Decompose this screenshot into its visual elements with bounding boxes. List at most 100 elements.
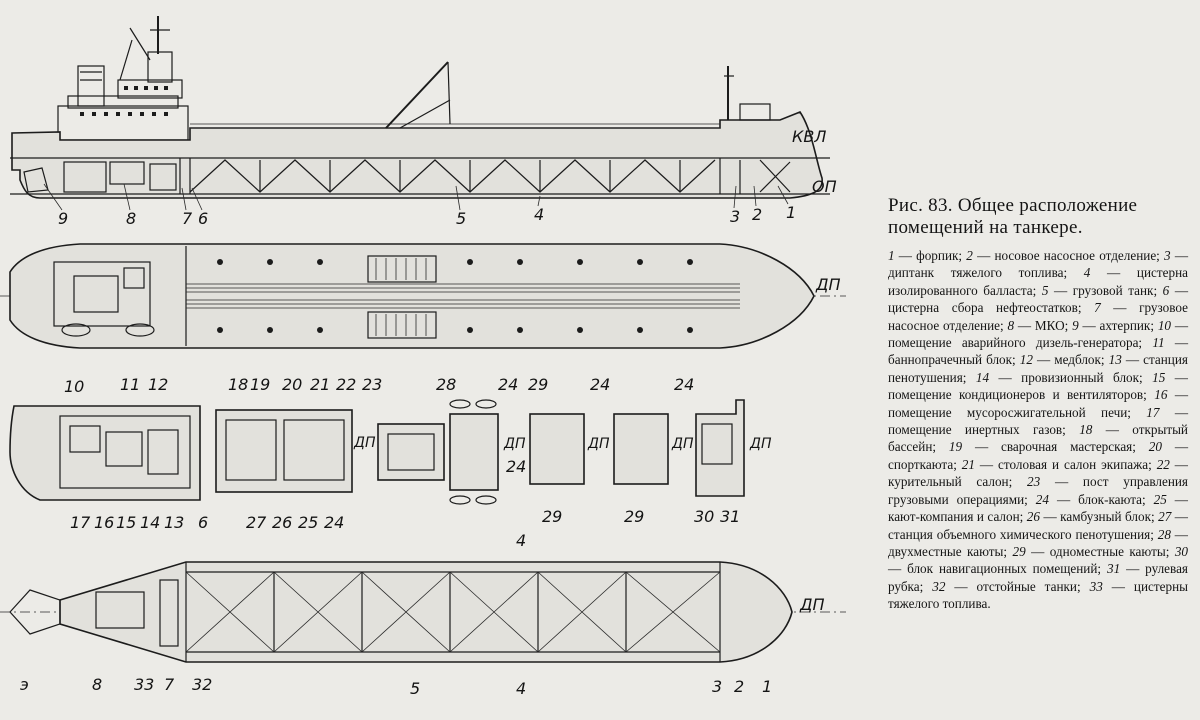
baseline-marking: ОП [812,177,837,196]
legend-item: 15 — помещение кондиционеров и вентилято… [888,370,1188,402]
legend-item: 4 — цистерна изолированного балласта; [888,265,1188,297]
deck-number: 17 [70,513,91,532]
legend-item-number: 21 [961,456,975,472]
legend-item-number: 24 [1035,491,1049,507]
legend-item-text: — грузовое насосное отделение; [888,300,1188,333]
legend-item: 13 — станция пенотушения; [888,352,1188,384]
legend-item: 28 — двухместные каюты; [888,527,1188,559]
legend-item-number: 1 [888,248,895,263]
deck-number: 18 [228,375,248,394]
centerline-marking: ДП [353,435,376,451]
legend-item: 19 — сварочная мастерская; [949,439,1149,454]
deck-number: 23 [362,375,382,394]
legend-item: 2 — носовое насосное отделение; [966,248,1164,263]
deck-number: 28 [436,375,456,394]
aft-superstructure [57,16,189,141]
legend-item-number: 27 [1158,509,1172,525]
profile-number: 8 [126,209,136,228]
legend-item: 29 — одноместные каюты; [1012,544,1174,559]
centerline-marking: ДП [749,436,772,452]
deck-number: 26 [272,513,292,532]
deck-number: 21 [310,375,330,394]
legend-item-text: — диптанк тяжелого топлива; [888,248,1189,281]
legend-item-text: — помещение аварийного дизель-генератора… [888,317,1188,351]
plan-number: 1 [762,677,772,696]
deck-number: 16 [94,513,114,532]
plan-callouts: 4 э 8 33 7 32 5 4 3 2 1 [20,531,772,698]
profile-number: 3 [730,207,740,226]
legend-item: 3 — диптанк тяжелого топлива; [888,248,1188,280]
legend-item-text: — открытый бассейн; [888,422,1188,455]
deck-plan-hull [9,243,815,349]
legend-item-text: — станция пенотушения; [888,352,1188,385]
legend-item: 14 — провизионный блок; [976,370,1152,385]
profile-number: 2 [752,205,762,224]
deck-number: 29 [528,375,548,394]
profile-callouts: 9 8 7 6 5 4 3 2 1 [43,183,796,228]
legend-item-number: 17 [1146,404,1160,420]
legend-item: 22 — курительный салон; [888,457,1188,489]
legend-item: 27 — станция объемного химического пенот… [888,509,1188,541]
legend-item-number: 16 [1154,387,1168,403]
legend-item-text: — двухместные каюты; [888,526,1188,559]
figure-caption: Рис. 83. Общее расположение помещений на… [888,195,1188,613]
deck-number: 14 [140,513,160,532]
legend-item-number: 12 [1019,352,1033,368]
caption-legend: 1 — форпик; 2 — носовое насосное отделен… [888,247,1188,613]
upper-deck-plan: ДП [0,243,846,349]
caption-title: Рис. 83. Общее расположение помещений на… [888,195,1138,238]
legend-item-text: — блок навигационных помещений; [888,561,1107,577]
legend-item-number: 33 [1089,578,1103,594]
legend-item-number: 25 [1153,491,1167,507]
legend-item-text: — баннопрачечный блок; [888,335,1188,368]
legend-item-text: — отстойные танки; [945,578,1090,594]
legend-item-text: — носовое насосное отделение; [972,248,1165,263]
deck-number: 19 [250,375,270,394]
deck-d-outline [449,413,499,491]
plan-number: 4 [516,679,526,698]
deck-e-outline [529,413,585,485]
legend-item-number: 20 [1148,439,1162,455]
profile-number: 6 [198,209,208,228]
legend-item-text: — помещение инертных газов; [888,404,1189,438]
legend-item-text: — грузовой танк; [1048,282,1163,298]
profile-hull [11,111,823,199]
centerline-marking: ДП [587,436,610,452]
legend-item-text: — цистерна сбора нефтеостатков; [888,282,1189,316]
profile-number: 7 [182,209,193,228]
legend-item: 18 — открытый бассейн; [888,422,1188,454]
deck-number: 24 [674,375,694,394]
legend-item-number: 3 [1164,248,1171,263]
legend-item-number: 11 [1152,335,1165,351]
plan-number: 5 [410,679,420,698]
legend-item-number: 26 [1026,509,1040,525]
legend-item: 6 — цистерна сбора нефтеостатков; [888,283,1188,315]
profile-number: 5 [456,209,466,228]
legend-item-text: — курительный салон; [888,456,1188,490]
legend-item-number: 13 [1108,352,1122,368]
legend-item-number: 4 [1083,265,1091,281]
tank-plan-view: ДП 4 э 8 33 7 32 5 4 3 2 1 [0,531,846,698]
profile-number: 4 [534,205,544,224]
legend-item-text: — кают-компания и салон; [888,491,1188,525]
deck-number: 27 [246,513,267,532]
legend-item: 9 — ахтерпик; [1072,318,1158,333]
legend-item: 24 — блок-каюта; [1036,492,1154,507]
legend-item: 10 — помещение аварийного дизель-генерат… [888,318,1188,350]
side-profile-view: КВЛ ОП 9 8 7 6 5 4 3 2 1 [10,16,837,228]
deck-number: 29 [542,507,562,526]
legend-item-text: — рулевая рубка; [888,561,1189,594]
legend-item: 5 — грузовой танк; [1042,283,1163,298]
deck-number: 22 [336,375,356,394]
legend-item-number: 8 [1007,317,1015,333]
legend-item-text: — спорткаюта; [888,439,1188,472]
deck-number: 25 [298,513,318,532]
legend-item: 26 — камбузный блок; [1027,509,1158,524]
superstructure-deck-plans: ДП ДП ДП ДП ДП 10 11 12 18 19 20 21 22 2… [9,375,772,532]
legend-item: 31 — рулевая рубка; [888,561,1188,593]
deck-number: 29 [624,507,644,526]
legend-item-text: — форпик; [894,248,967,263]
legend-item: 11 — баннопрачечный блок; [888,335,1188,367]
plan-number: 33 [134,675,154,694]
